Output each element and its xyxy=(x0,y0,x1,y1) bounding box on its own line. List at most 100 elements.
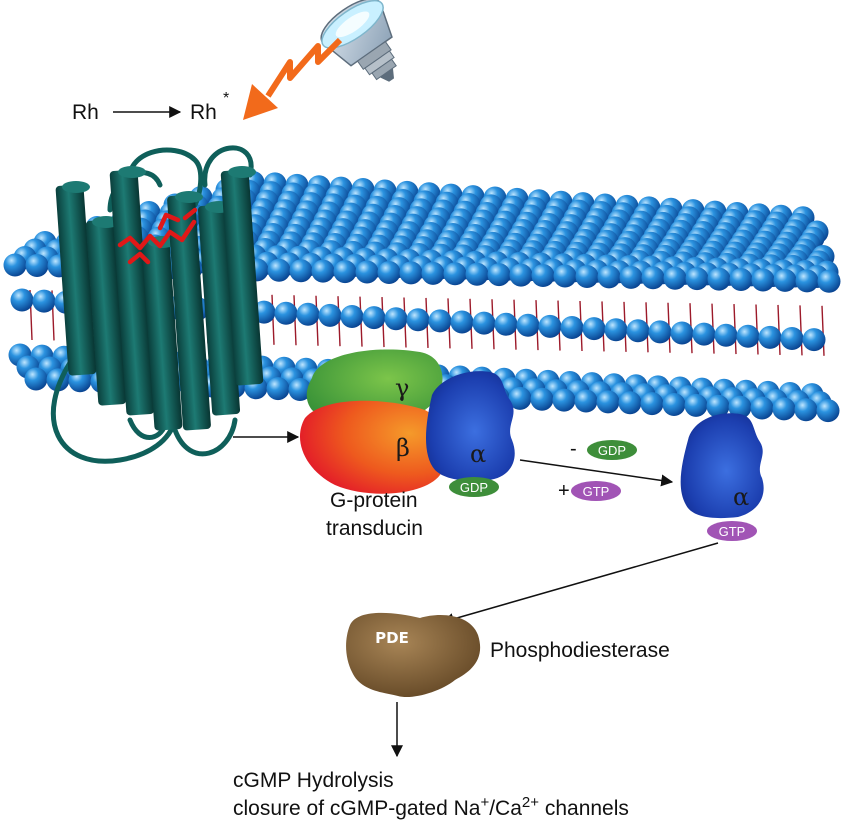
lipid-head xyxy=(816,399,840,423)
lipid-head xyxy=(296,302,320,326)
lipid-head xyxy=(714,323,738,347)
gtp-pill-bound xyxy=(571,481,621,501)
result-line2-part-b: /Ca xyxy=(489,797,522,820)
alpha-subunit-free: α GTP xyxy=(680,413,764,541)
lipid-head xyxy=(706,394,730,418)
lipid-head xyxy=(443,262,467,286)
lipid-head xyxy=(340,305,364,328)
lipid-head xyxy=(751,268,775,292)
lipid-head xyxy=(648,320,672,344)
gdp-pill-released xyxy=(587,440,637,460)
beta-subunit xyxy=(299,400,446,494)
lipid-head xyxy=(758,325,782,349)
transmembrane-helix xyxy=(220,169,264,386)
result-line2: closure of cGMP-gated Na+/Ca2+ channels xyxy=(233,794,629,820)
result-line2-sup-ca: 2+ xyxy=(522,794,539,811)
lipid-head xyxy=(582,317,606,341)
lipid-head xyxy=(267,258,291,282)
lipid-head xyxy=(530,387,554,411)
plus-sign: + xyxy=(558,480,570,502)
lipid-head xyxy=(574,389,598,413)
gtp-label-free: GTP xyxy=(719,524,746,539)
lipid-head xyxy=(707,267,731,291)
lipid-head xyxy=(318,303,342,327)
lipid-head xyxy=(333,260,357,284)
rhodopsin-activation: Rh Rh * xyxy=(72,90,229,124)
lipid-head xyxy=(531,264,555,288)
lipid-tail xyxy=(821,305,825,356)
lipid-head xyxy=(24,367,48,391)
alpha-to-pde-arrow xyxy=(441,542,719,625)
lipid-head xyxy=(692,322,716,346)
lipid-head xyxy=(465,262,489,286)
helix-cap xyxy=(62,181,90,193)
gdp-pill-complex xyxy=(449,477,499,497)
lipid-head xyxy=(552,388,576,412)
lipid-head xyxy=(516,313,540,337)
rh-star-superscript: * xyxy=(223,90,229,107)
lipid-tail xyxy=(777,304,781,355)
gdp-label-released: GDP xyxy=(598,443,626,458)
lipid-head xyxy=(399,261,423,285)
lipid-head xyxy=(406,308,430,332)
lipid-head xyxy=(508,386,532,410)
transmembrane-helix xyxy=(197,204,241,416)
lipid-head xyxy=(618,391,642,415)
lipid-head xyxy=(794,398,818,422)
lipid-head xyxy=(450,310,474,334)
lipid-head xyxy=(32,289,56,313)
lipid-head xyxy=(538,314,562,338)
alpha-subunit-complex xyxy=(426,371,515,481)
lipid-head xyxy=(597,265,621,289)
lipid-head xyxy=(795,269,819,293)
lipid-head xyxy=(362,306,386,330)
lipid-head xyxy=(596,390,620,414)
transmembrane-helix xyxy=(141,239,183,431)
pde-enzyme: PDE xyxy=(346,612,481,698)
lipid-head xyxy=(728,395,752,419)
lipid-head xyxy=(553,264,577,288)
lipid-head xyxy=(25,253,49,277)
pde-label: PDE xyxy=(375,629,409,647)
lipid-head xyxy=(377,260,401,284)
light-ray-icon xyxy=(243,37,343,120)
lipid-head xyxy=(487,263,511,287)
lipid-head xyxy=(3,253,27,277)
lipid-tail xyxy=(799,305,803,356)
transmembrane-helix xyxy=(55,184,97,376)
helix-cap xyxy=(118,166,146,178)
gdp-label-complex: GDP xyxy=(460,480,488,495)
lipid-head xyxy=(780,327,804,350)
rhodopsin-loops xyxy=(50,145,254,464)
result-line2-part-c: channels xyxy=(539,797,629,820)
gprotein-label-line2: transducin xyxy=(326,517,423,540)
gprotein-complex: γ β α GDP xyxy=(299,349,515,497)
lipid-head xyxy=(640,392,664,416)
lipid-head xyxy=(10,288,34,312)
lipid-head xyxy=(421,261,445,285)
lipid-head xyxy=(626,319,650,343)
lipid-head xyxy=(662,393,686,417)
lipid-head xyxy=(670,321,694,345)
rh-label: Rh xyxy=(72,101,99,124)
light-bulb-icon xyxy=(320,0,397,82)
lipid-head xyxy=(355,260,379,284)
transmembrane-helix xyxy=(109,169,155,416)
lipid-head xyxy=(560,316,584,339)
gdp-gtp-exchange-arrow xyxy=(519,459,674,487)
gamma-label: γ xyxy=(395,374,409,402)
lipid-head xyxy=(509,263,533,287)
transmembrane-helix xyxy=(85,219,127,406)
lipid-head xyxy=(772,397,796,421)
lipid-head xyxy=(288,378,312,402)
transmembrane-helix xyxy=(167,194,211,431)
lipid-head xyxy=(494,312,518,336)
lipid-tail xyxy=(271,294,275,345)
rh-star-label: Rh xyxy=(190,101,217,124)
lipid-head xyxy=(428,309,452,333)
alpha-label-free: α xyxy=(733,483,749,511)
lipid-head xyxy=(663,266,687,290)
helix-cap xyxy=(228,166,256,178)
lipid-head xyxy=(274,301,298,325)
